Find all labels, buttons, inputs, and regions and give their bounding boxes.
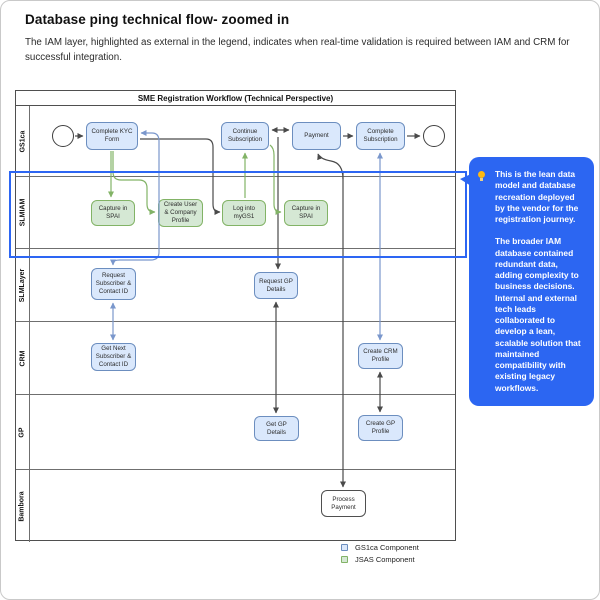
legend-label: JSAS Component (355, 554, 415, 564)
callout-body: This is the lean data model and database… (495, 169, 585, 394)
page-title: Database ping technical flow- zoomed in (25, 12, 290, 27)
lane-label-text: SLMLayer (19, 268, 26, 302)
pool-title: SME Registration Workflow (Technical Per… (16, 91, 455, 106)
lightbulb-icon (478, 171, 485, 181)
task-complete-kyc-form: Complete KYC Form (86, 122, 138, 150)
task-complete-subscription: Complete Subscription (356, 122, 405, 150)
legend-label: GS1ca Component (355, 542, 419, 552)
task-create-crm-profile: Create CRM Profile (358, 343, 403, 369)
annotation-callout: This is the lean data model and database… (460, 157, 594, 406)
task-payment: Payment (292, 122, 341, 150)
lane-slmiam: SLMIAM (16, 177, 455, 249)
legend-item-jsas: JSAS Component (341, 553, 419, 565)
task-log-into-mygs1: Log into myGS1 (222, 200, 266, 226)
lane-crm: CRM (16, 322, 455, 395)
legend: GS1ca Component JSAS Component (341, 541, 419, 565)
task-request-subscriber-contact-id: Request Subscriber & Contact ID (91, 268, 136, 300)
lane-label-text: GP (19, 426, 26, 438)
page-subtitle: The IAM layer, highlighted as external i… (25, 37, 570, 64)
end-event (423, 125, 445, 147)
lane-label-slmiam: SLMIAM (16, 177, 30, 248)
callout-paragraph: This is the lean data model and database… (495, 169, 579, 224)
legend-swatch-blue (341, 543, 348, 551)
legend-item-gs1ca: GS1ca Component (341, 541, 419, 553)
lane-label-text: Bambora (19, 490, 26, 522)
task-capture-in-spai-2: Capture in SPAI (284, 200, 328, 226)
lane-label-crm: CRM (16, 322, 30, 394)
lane-bambora: Bambora (16, 470, 455, 542)
task-get-gp-details: Get GP Details (254, 416, 299, 441)
lane-label-text: CRM (19, 350, 27, 366)
start-event (52, 125, 74, 147)
lane-label-text: GS1ca (19, 130, 27, 152)
lane-gp: GP (16, 395, 455, 470)
lane-label-slmlayer: SLMLayer (16, 249, 30, 321)
task-process-payment: Process Payment (321, 490, 366, 517)
lane-slmlayer: SLMLayer (16, 249, 455, 322)
bpmn-pool: SME Registration Workflow (Technical Per… (15, 90, 456, 542)
callout-tail (460, 174, 471, 186)
callout-paragraph: The broader IAM database contained redun… (495, 236, 581, 393)
lane-label-gp: GP (16, 395, 30, 469)
lane-label-bambora: Bambora (16, 470, 30, 542)
task-create-gp-profile: Create GP Profile (358, 415, 403, 441)
task-get-next-subscriber-contact-id: Get Next Subscriber & Contact ID (91, 343, 136, 371)
lane-label-gs1ca: GS1ca (16, 106, 30, 176)
lane-gs1ca: GS1ca (16, 106, 455, 177)
legend-swatch-green (341, 555, 348, 563)
task-request-gp-details: Request GP Details (254, 272, 298, 299)
task-continue-subscription: Continue Subscription (221, 122, 269, 150)
iam-lane-highlight (9, 171, 467, 258)
